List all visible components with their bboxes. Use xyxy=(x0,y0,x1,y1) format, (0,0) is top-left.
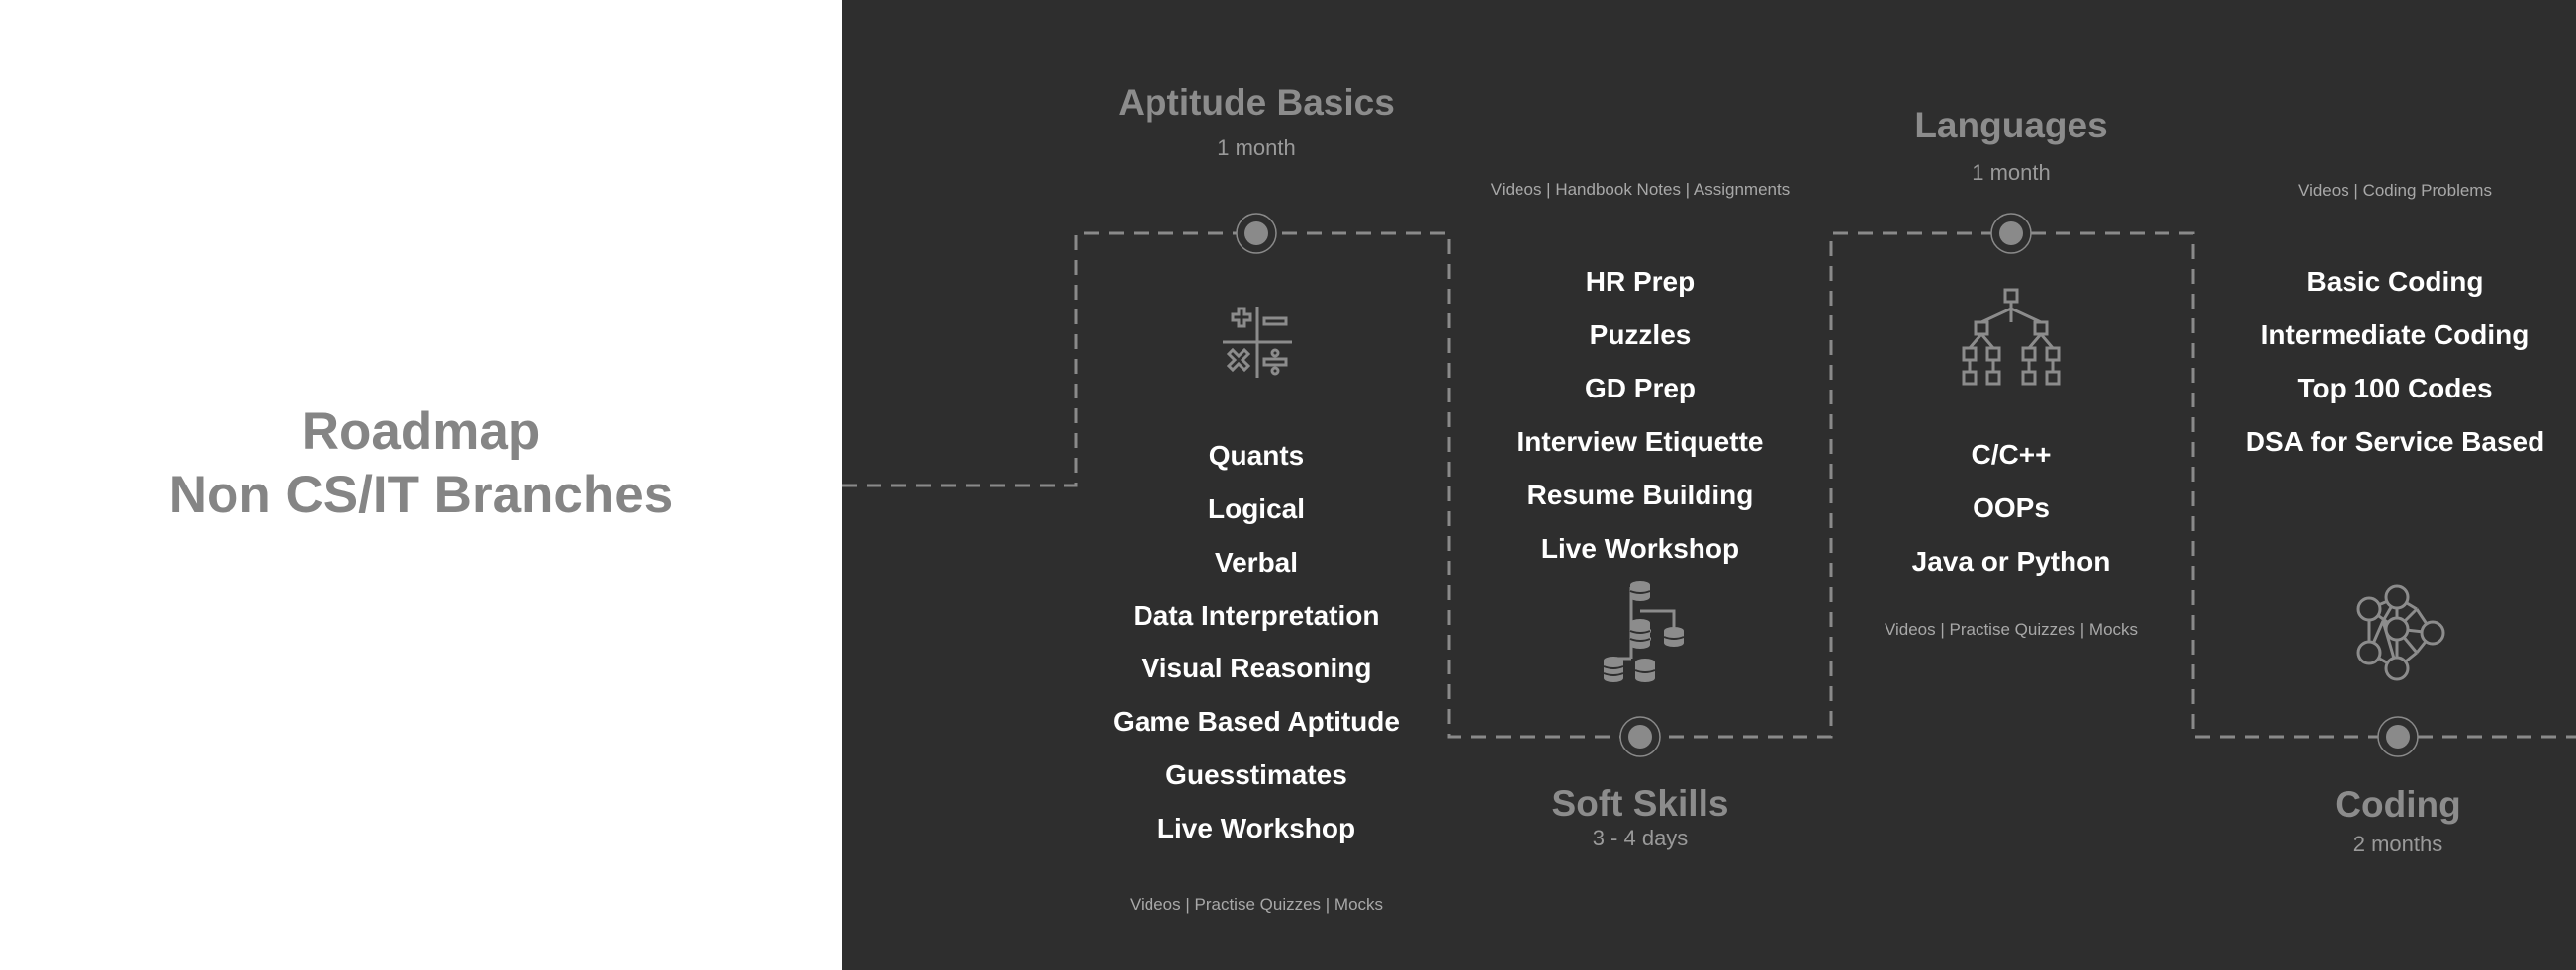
coding-topic-dsa-service-based: DSA for Service Based xyxy=(2245,426,2545,457)
soft-skills-topic-resume-building: Resume Building xyxy=(1526,480,1754,510)
network-graph-icon xyxy=(2356,584,2445,681)
soft-skills-stage-title: Soft Skills xyxy=(1551,783,1729,824)
soft-skills-topic-hr-prep: HR Prep xyxy=(1585,266,1696,297)
milestone-node-aptitude xyxy=(1236,213,1277,254)
aptitude-topic-verbal: Verbal xyxy=(1214,547,1299,577)
aptitude-topic-visual-reasoning: Visual Reasoning xyxy=(1141,653,1372,683)
languages-topic-java-or-python: Java or Python xyxy=(1911,546,2111,576)
coding-topic-basic-coding: Basic Coding xyxy=(2306,266,2484,297)
route-dashed-line xyxy=(842,231,2576,739)
roadmap-route xyxy=(842,213,2576,757)
hierarchy-tree-icon xyxy=(1962,288,2061,386)
aptitude-topic-live-workshop: Live Workshop xyxy=(1156,813,1356,843)
languages-stage-duration: 1 month xyxy=(1972,160,2051,185)
aptitude-topic-data-interpretation: Data Interpretation xyxy=(1133,600,1380,631)
soft-skills-topic-interview-etiquette: Interview Etiquette xyxy=(1517,426,1764,457)
aptitude-resources: Videos | Practise Quizzes | Mocks xyxy=(1129,895,1384,914)
aptitude-topic-guesstimates: Guesstimates xyxy=(1165,759,1347,790)
languages-stage-title: Languages xyxy=(1914,105,2108,145)
milestone-node-coding xyxy=(2377,716,2419,757)
milestone-node-languages xyxy=(1990,213,2032,254)
roadmap-title-line-2: Non CS/IT Branches xyxy=(168,466,674,524)
roadmap-diagram: Aptitude Basics 1 month Quants Logical V… xyxy=(842,0,2576,970)
database-flow-icon xyxy=(1603,581,1685,682)
coding-topic-top-100-codes: Top 100 Codes xyxy=(2297,373,2493,403)
roadmap-title-panel: Roadmap Non CS/IT Branches xyxy=(0,0,842,970)
languages-topic-oops: OOPs xyxy=(1973,492,2050,523)
coding-stage-title: Coding xyxy=(2335,784,2461,825)
math-operators-icon xyxy=(1223,307,1292,378)
soft-skills-resources: Videos | Handbook Notes | Assignments xyxy=(1490,180,1791,199)
coding-resources: Videos | Coding Problems xyxy=(2298,181,2492,200)
soft-skills-stage-duration: 3 - 4 days xyxy=(1592,826,1689,850)
coding-stage-duration: 2 months xyxy=(2352,832,2443,856)
aptitude-stage-duration: 1 month xyxy=(1217,135,1296,160)
languages-topic-c-cpp: C/C++ xyxy=(1971,439,2052,470)
aptitude-topic-logical: Logical xyxy=(1207,493,1306,524)
aptitude-topic-quants: Quants xyxy=(1208,440,1305,471)
coding-topic-intermediate-coding: Intermediate Coding xyxy=(2260,319,2530,350)
soft-skills-topic-gd-prep: GD Prep xyxy=(1584,373,1697,403)
aptitude-topic-game-based-aptitude: Game Based Aptitude xyxy=(1113,706,1400,737)
soft-skills-topic-live-workshop: Live Workshop xyxy=(1540,533,1740,564)
aptitude-stage-title: Aptitude Basics xyxy=(1118,82,1395,123)
milestone-node-soft-skills xyxy=(1619,716,1661,757)
roadmap-title: Roadmap Non CS/IT Branches xyxy=(0,400,842,527)
roadmap-title-line-1: Roadmap xyxy=(301,402,541,461)
languages-resources: Videos | Practise Quizzes | Mocks xyxy=(1884,620,2139,639)
soft-skills-topic-puzzles: Puzzles xyxy=(1589,319,1692,350)
